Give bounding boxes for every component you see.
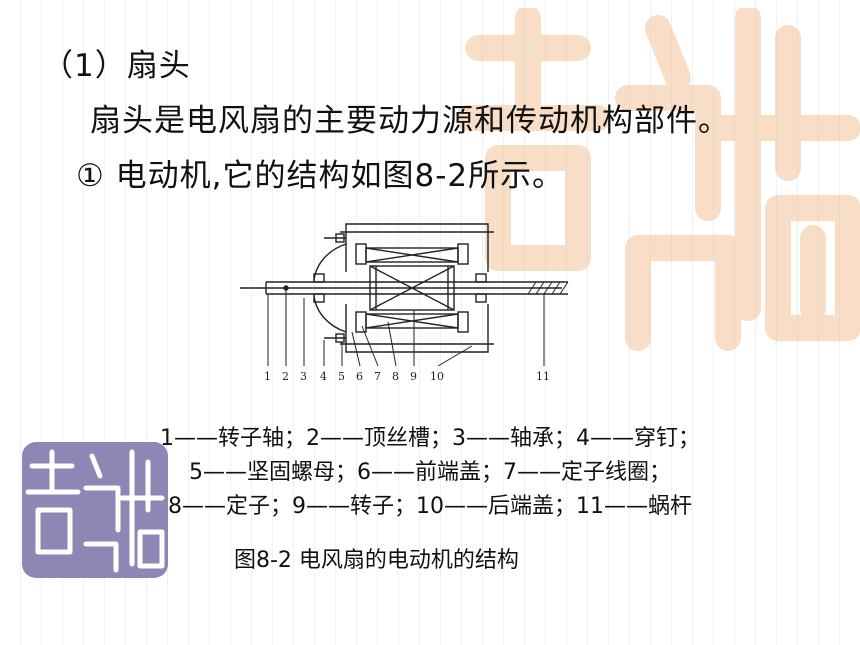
part-label: 2 (282, 370, 289, 383)
motor-structure-diagram: 1 2 3 4 5 6 7 8 9 10 11 (240, 223, 569, 383)
figure-legend-row: 1——转子轴；2——顶丝槽；3——轴承；4——穿钉； (160, 426, 700, 451)
figure-legend-row: 8——定子；9——转子；10——后端盖；11——蜗杆 (168, 494, 692, 519)
list-item-text: ① 电动机,它的结构如图8-2所示。 (76, 158, 565, 194)
section-heading: （1）扇头 (42, 48, 191, 84)
paragraph-text: 扇头是电风扇的主要动力源和传动机构部件。 (90, 103, 730, 139)
seal-stamp-icon (22, 442, 168, 578)
figure-legend-row: 5——坚固螺母；6——前端盖；7——定子线圈； (189, 460, 671, 485)
seal-watermark-icon (458, 8, 860, 351)
figure-caption: 图8-2 电风扇的电动机的结构 (234, 548, 519, 573)
part-label: 11 (536, 370, 550, 383)
part-label: 4 (320, 370, 327, 383)
part-label: 9 (410, 370, 417, 383)
part-label: 3 (300, 370, 307, 383)
part-label: 8 (392, 370, 399, 383)
part-label: 1 (264, 370, 271, 383)
part-label: 6 (356, 370, 363, 383)
part-label: 10 (430, 370, 444, 383)
part-label: 5 (338, 370, 345, 383)
part-label: 7 (374, 370, 381, 383)
